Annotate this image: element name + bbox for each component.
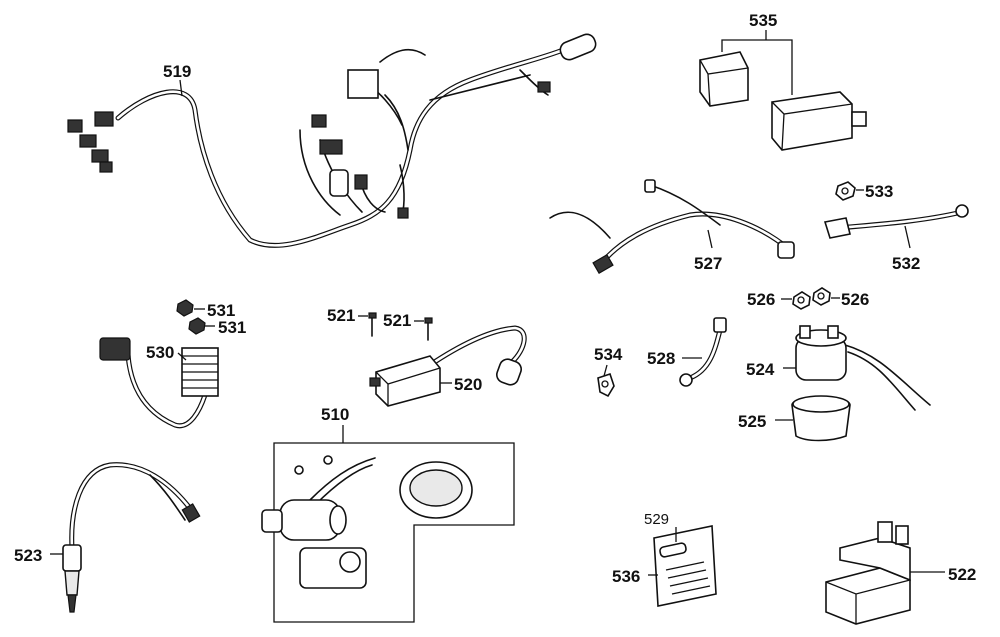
label-531-upper: 531 — [207, 301, 235, 320]
nuts-531: 531 531 — [176, 299, 246, 337]
ignition-coil-520: 520 — [369, 325, 527, 407]
label-530: 530 — [146, 343, 174, 362]
label-533: 533 — [865, 182, 893, 201]
ignition-switch-set-510: 510 — [261, 405, 515, 623]
nut-533: 533 — [835, 181, 893, 201]
label-524: 524 — [746, 360, 775, 379]
regulator-530: 530 — [99, 337, 219, 429]
connector-shape — [537, 81, 551, 93]
label-528: 528 — [647, 349, 675, 368]
connector-shape — [397, 207, 409, 219]
relay-522: 522 — [825, 521, 976, 625]
label-521-right: 521 — [383, 311, 411, 330]
connector-shape — [311, 114, 327, 128]
connector-shape — [354, 174, 368, 190]
clip-534: 534 — [594, 345, 623, 398]
label-534: 534 — [594, 345, 623, 364]
sub-harness-527: 527 — [549, 179, 795, 275]
starter-relay-524: 524 — [746, 325, 931, 411]
cable-528: 528 — [647, 317, 727, 387]
nuts-526: 526 526 — [747, 287, 869, 310]
connector-shape — [99, 161, 113, 173]
label-526-right: 526 — [841, 290, 869, 309]
label-526-left: 526 — [747, 290, 775, 309]
label-531-lower: 531 — [218, 318, 246, 337]
ground-cable-532: 532 — [823, 204, 969, 273]
fuse-box-shape — [347, 69, 379, 99]
plug-cap-shape — [496, 358, 522, 386]
label-519: 519 — [163, 62, 191, 81]
switch-set-frame — [273, 442, 515, 623]
fuse-holder-536: 529 536 — [612, 511, 717, 607]
label-523: 523 — [14, 546, 42, 565]
label-510: 510 — [321, 405, 349, 424]
rubber-boot-525: 525 — [738, 395, 851, 442]
label-532: 532 — [892, 254, 920, 273]
label-535: 535 — [749, 11, 777, 30]
label-520: 520 — [454, 375, 482, 394]
connector-shape — [319, 139, 343, 155]
label-521-left: 521 — [327, 306, 355, 325]
main-wiring-harness: 519 — [67, 33, 597, 248]
relay-cube-shape — [699, 51, 749, 107]
relay-module-set: 535 — [699, 11, 867, 151]
label-525: 525 — [738, 412, 766, 431]
connector-boot-shape — [559, 33, 597, 61]
screws-521: 521 521 — [327, 306, 433, 341]
coil-body-shape — [375, 355, 441, 407]
label-536: 536 — [612, 567, 640, 586]
connector-shape — [67, 119, 83, 133]
label-522: 522 — [948, 565, 976, 584]
connector-shape — [94, 111, 114, 127]
label-529: 529 — [644, 511, 669, 528]
relay-shape — [329, 169, 349, 197]
connector-shape — [91, 149, 109, 163]
sensor-523: 523 — [14, 462, 201, 613]
connector-shape — [79, 134, 97, 148]
label-527: 527 — [694, 254, 722, 273]
